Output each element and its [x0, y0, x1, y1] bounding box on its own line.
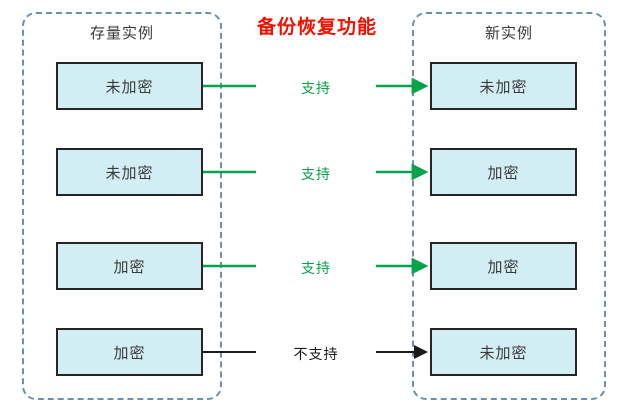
edge-label-row-2: 支持 — [256, 165, 376, 183]
group-container-new-instances — [412, 12, 606, 400]
group-title-legacy-instances: 存量实例 — [89, 25, 154, 42]
node-legacy-row-1[interactable]: 未加密 — [56, 62, 203, 110]
diagram-headline: 备份恢复功能 — [256, 17, 377, 38]
node-legacy-row-3[interactable]: 加密 — [56, 242, 203, 290]
node-new-row-4[interactable]: 未加密 — [430, 328, 577, 376]
edge-label-row-3: 支持 — [256, 259, 376, 277]
node-legacy-row-2[interactable]: 未加密 — [56, 148, 203, 196]
node-new-row-1[interactable]: 未加密 — [430, 62, 577, 110]
node-new-row-3[interactable]: 加密 — [430, 242, 577, 290]
edge-label-row-1: 支持 — [256, 79, 376, 97]
node-new-row-2[interactable]: 加密 — [430, 148, 577, 196]
edge-label-row-4: 不支持 — [256, 345, 376, 363]
group-container-legacy-instances — [22, 12, 222, 400]
group-title-new-instances: 新实例 — [484, 25, 533, 42]
node-legacy-row-4[interactable]: 加密 — [56, 328, 203, 376]
